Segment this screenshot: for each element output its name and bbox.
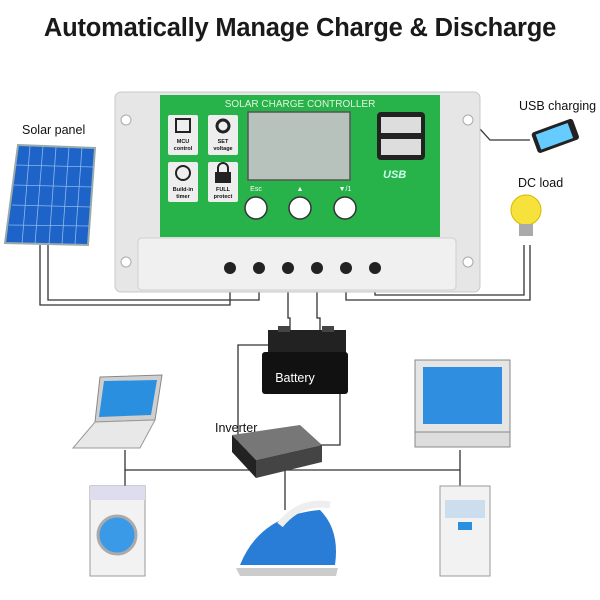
gear-icon [215,118,231,134]
lcd-screen [247,111,351,181]
svg-text:Esc: Esc [250,186,262,193]
svg-text:FULL: FULL [216,187,231,193]
svg-text:▲: ▲ [297,186,304,193]
svg-text:MCU: MCU [177,139,190,145]
terminals [224,262,381,274]
laptop-image [71,374,163,449]
svg-text:Build-in: Build-in [173,187,194,193]
monitor-image [414,359,511,448]
usb-charging-label: USB charging [519,99,597,113]
down-button [333,196,357,220]
clock-icon [175,165,191,181]
svg-text:protect: protect [214,194,233,200]
battery-label: Battery [275,371,315,385]
svg-text:▼/1: ▼/1 [339,186,352,193]
bulb-image [510,194,542,236]
esc-button [244,196,268,220]
iron-image [236,500,338,576]
dc-load-label: DC load [518,176,564,190]
solar-panel-image [3,143,97,247]
washing-machine-image [89,485,146,577]
chip-icon [175,118,191,133]
svg-text:USB: USB [383,169,406,181]
phone-image [531,118,579,153]
page-title: Automatically Manage Charge & Discharge [43,14,557,42]
svg-text:SET: SET [218,139,229,145]
inverter-image [232,425,322,478]
svg-text:SOLAR CHARGE CONTROLLER: SOLAR CHARGE CONTROLLER [225,99,376,110]
up-button [288,196,312,220]
solar-panel-label: Solar panel [22,123,86,137]
battery-image [262,326,348,394]
svg-text:control: control [174,146,193,152]
lock-icon [215,162,231,183]
inverter-label: Inverter [215,421,258,435]
appliance-image [439,485,491,577]
svg-text:timer: timer [176,194,190,200]
svg-text:voltage: voltage [213,146,232,152]
